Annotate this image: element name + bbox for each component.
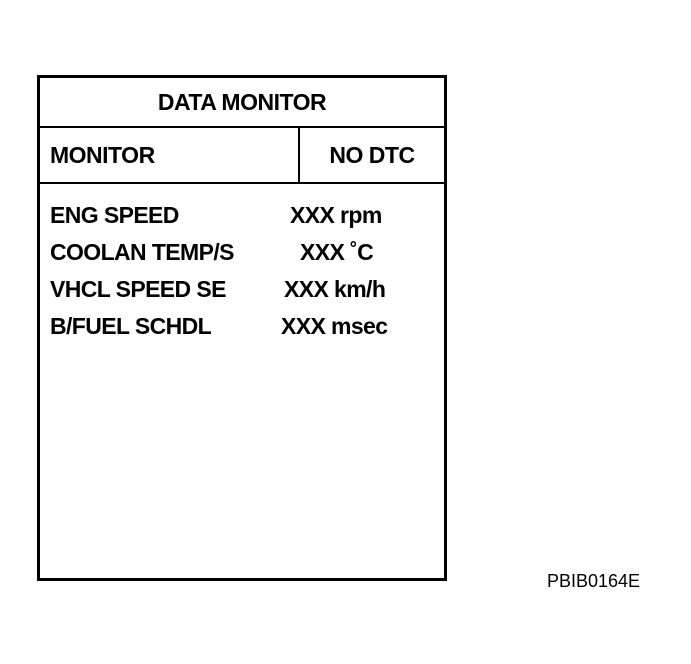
monitor-item-value: XXX msec	[281, 313, 388, 339]
monitor-item-name: ENG SPEED	[50, 202, 179, 228]
mode-bar: MONITOR NO DTC	[40, 128, 444, 184]
dtc-status: NO DTC	[329, 141, 415, 168]
data-monitor-screen: DATA MONITOR MONITOR NO DTC ENG SPEED XX…	[37, 75, 447, 581]
monitor-row-eng-speed: ENG SPEED XXX rpm	[40, 202, 444, 239]
mode-label: MONITOR	[40, 128, 300, 182]
monitor-item-name: VHCL SPEED SE	[50, 276, 226, 302]
monitor-row-coolant-temp: COOLAN TEMP/S XXX ˚C	[40, 239, 444, 276]
monitor-item-value: XXX km/h	[284, 276, 386, 302]
monitor-row-fuel-schedule: B/FUEL SCHDL XXX msec	[40, 313, 444, 350]
monitor-item-name: B/FUEL SCHDL	[50, 313, 212, 339]
monitor-item-list: ENG SPEED XXX rpm COOLAN TEMP/S XXX ˚C V…	[40, 184, 444, 350]
monitor-item-value: XXX rpm	[290, 202, 382, 228]
monitor-row-vehicle-speed: VHCL SPEED SE XXX km/h	[40, 276, 444, 313]
monitor-item-name: COOLAN TEMP/S	[50, 239, 234, 265]
monitor-item-value: XXX ˚C	[300, 239, 374, 265]
figure-code: PBIB0164E	[547, 571, 641, 591]
screen-title: DATA MONITOR	[40, 78, 444, 128]
